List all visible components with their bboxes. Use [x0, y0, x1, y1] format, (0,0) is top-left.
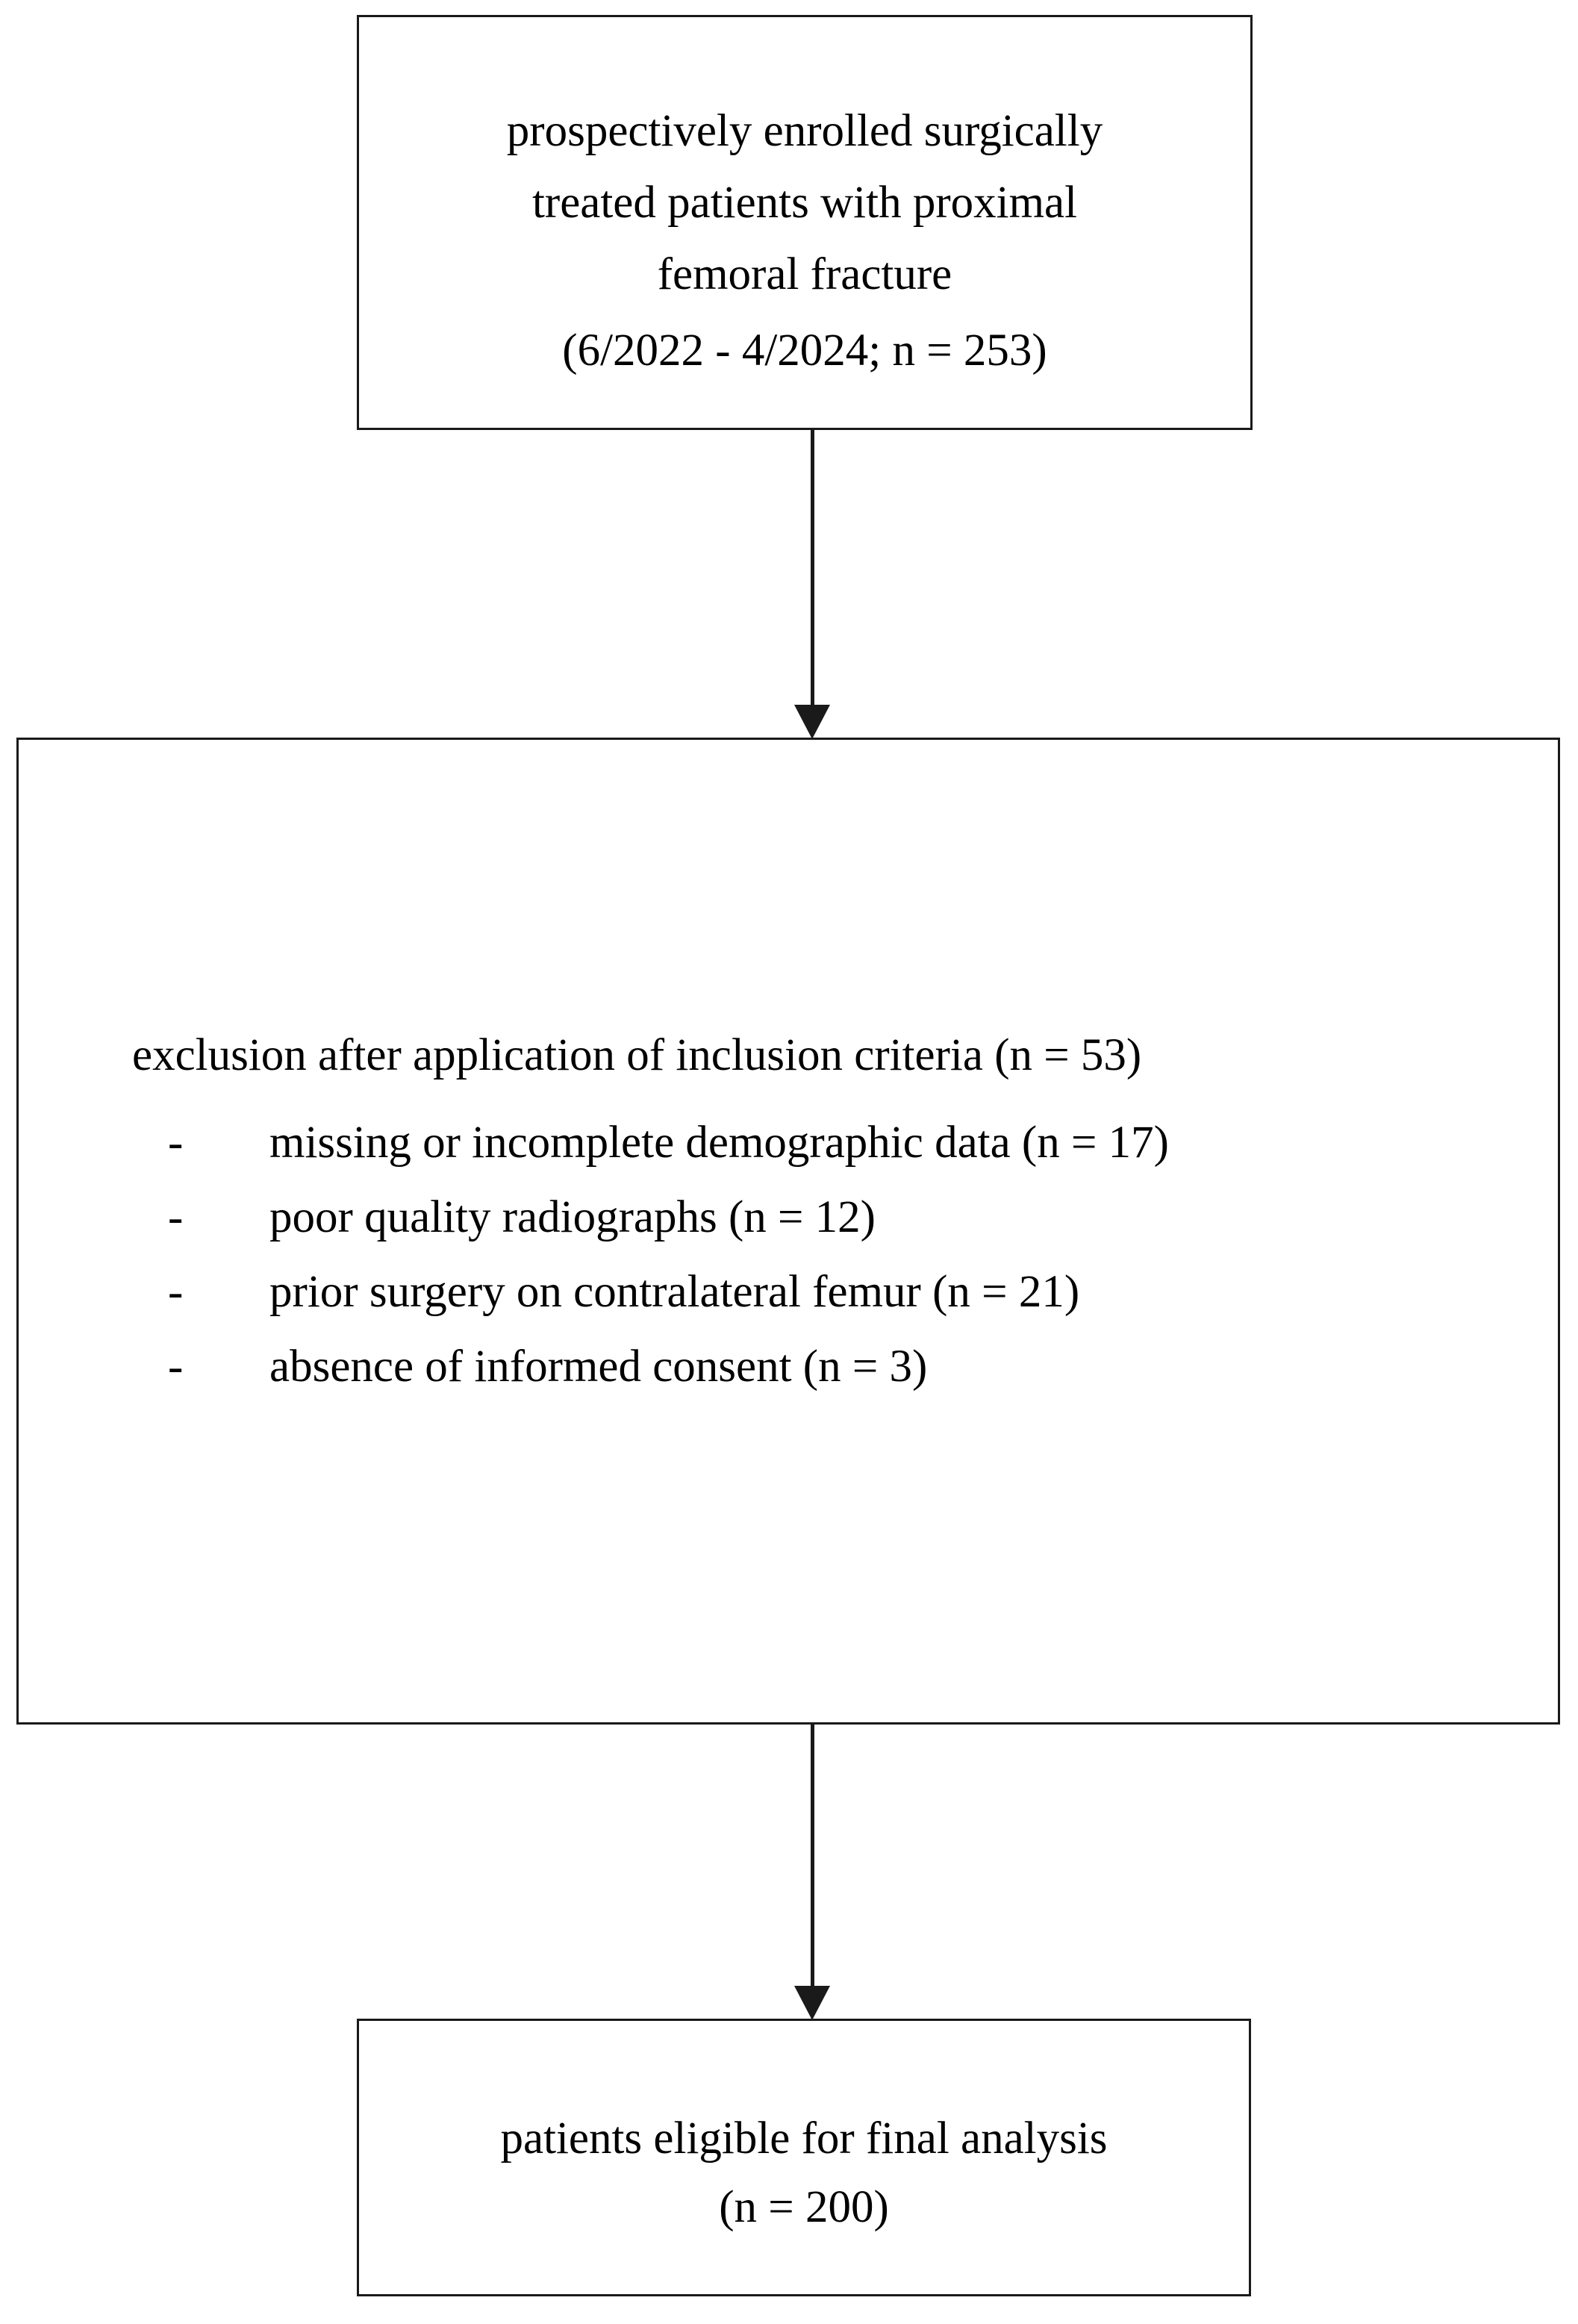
flow-node-eligible-text: patients eligible for final analysis (n … [359, 2105, 1249, 2242]
bullet-dash-icon: - [168, 1118, 184, 1168]
bullet-dash-icon: - [168, 1267, 184, 1317]
eligible-line-2-count: (n = 200) [719, 2182, 889, 2232]
connector-line [811, 430, 814, 705]
flow-node-enrolled-text: prospectively enrolled surgically treate… [359, 96, 1250, 391]
exclusion-item-label: absence of informed consent (n = 3) [269, 1342, 928, 1392]
flow-node-exclusion-criteria: exclusion after application of inclusion… [16, 738, 1560, 1725]
exclusion-heading: exclusion after application of inclusion… [132, 1030, 1142, 1080]
enrolled-line-2: treated patients with proximal [531, 178, 1078, 228]
arrowhead-down-icon [794, 705, 830, 739]
exclusion-item-label: prior surgery on contralateral femur (n … [269, 1267, 1080, 1317]
exclusion-item-label: poor quality radiographs (n = 12) [269, 1192, 876, 1242]
exclusion-content: exclusion after application of inclusion… [132, 1029, 1528, 1404]
exclusion-item-label: missing or incomplete demographic data (… [269, 1118, 1169, 1168]
exclusion-list-item: - prior surgery on contralateral femur (… [132, 1255, 1528, 1330]
exclusion-list-item: - poor quality radiographs (n = 12) [132, 1180, 1528, 1255]
connector-line [811, 1723, 814, 1986]
exclusion-list-item: - missing or incomplete demographic data… [132, 1106, 1528, 1180]
enrolled-line-1: prospectively enrolled surgically [506, 106, 1103, 156]
flow-node-enrolled-patients: prospectively enrolled surgically treate… [357, 15, 1253, 430]
exclusion-list-item: - absence of informed consent (n = 3) [132, 1330, 1528, 1404]
enrolled-line-4-count: (6/2022 - 4/2024; n = 253) [562, 325, 1047, 376]
flow-node-eligible-patients: patients eligible for final analysis (n … [357, 2019, 1251, 2296]
arrowhead-down-icon [794, 1986, 830, 2020]
eligible-line-1: patients eligible for final analysis [500, 2113, 1108, 2163]
enrolled-line-3: femoral fracture [657, 249, 952, 299]
bullet-dash-icon: - [168, 1342, 184, 1392]
bullet-dash-icon: - [168, 1192, 184, 1242]
